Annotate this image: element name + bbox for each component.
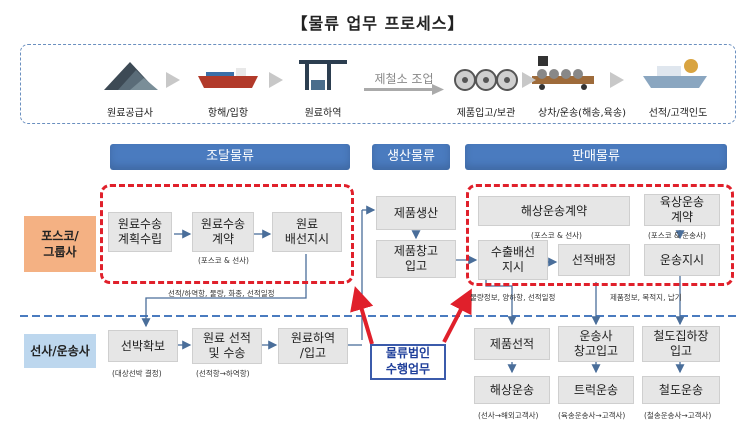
box-product-shipping: 제품선적 <box>474 328 550 360</box>
port-crane-icon <box>299 60 347 90</box>
section-header-production: 생산물류 <box>372 144 450 170</box>
section-header-sales: 판매물류 <box>465 144 727 170</box>
box-rail-warehouse: 철도집하장 입고 <box>642 326 720 362</box>
box-sea-transport: 해상운송 <box>474 376 550 404</box>
page-title: 【물류 업무 프로세스】 <box>291 14 465 33</box>
box-transport-order: 운송지시 <box>644 244 720 276</box>
chevron-right-icon <box>522 72 536 88</box>
sales-frame <box>466 184 734 286</box>
box-unload: 원료하역 /입고 <box>278 328 348 364</box>
box-sea-contract: 해상운송계약 <box>478 196 630 226</box>
stage-label: 제품입고/보관 <box>456 108 516 119</box>
product-ship-icon <box>643 59 707 88</box>
note-sea-sub: (선사→해외고객사) <box>478 411 539 420</box>
note-land-parties: (포스코 & 운송사) <box>648 231 706 240</box>
stage-label: 선적/고객인도 <box>648 108 708 119</box>
note-contract-parties: (포스코 & 선사) <box>198 256 249 265</box>
section-header-procurement: 조달물류 <box>110 144 350 170</box>
note-rail-sub: (철송운송사→고객사) <box>644 411 712 420</box>
box-secure-vessel: 선박확보 <box>108 330 178 362</box>
stage-label: 상차/운송(해송,육송) <box>538 108 626 119</box>
note-sea-parties: (포스코 & 선사) <box>531 231 582 240</box>
box-transport-plan: 원료수송 계획수립 <box>108 212 172 252</box>
stage-label: 원료공급사 <box>107 108 153 119</box>
box-rail-transport: 철도운송 <box>642 376 720 404</box>
note-truck-sub: (육송운송사→고객사) <box>558 411 626 420</box>
box-truck-transport: 트럭운송 <box>558 376 634 404</box>
box-production: 제품생산 <box>376 196 456 230</box>
box-vessel-assign: 선적배정 <box>558 244 630 276</box>
row-label-carrier: 선사/운송사 <box>24 334 96 368</box>
note-sales-info: 물량정보, 양하항, 선적일정 <box>470 293 556 302</box>
steel-coils-icon <box>454 69 518 91</box>
box-ship-order: 원료 배선지시 <box>272 212 342 252</box>
box-transport-contract: 원료수송 계약 <box>192 212 254 252</box>
box-warehouse: 제품창고 입고 <box>376 240 456 278</box>
note-product-info: 제품정보, 목적지, 납기 <box>610 293 682 302</box>
chevron-right-icon <box>166 72 180 88</box>
box-land-contract: 육상운송 계약 <box>644 194 720 226</box>
box-load-ship: 원료 선적 및 수송 <box>192 328 262 364</box>
raw-material-pile-icon <box>104 62 158 90</box>
stage-label: 원료하역 <box>304 108 342 119</box>
callout-logistics-subsidiary: 물류법인 수행업무 <box>370 344 446 380</box>
process-overview-bar <box>20 44 736 124</box>
note-load-sub: (선적항→하역항) <box>196 369 250 378</box>
chevron-right-icon <box>610 72 624 88</box>
arrow-icon <box>364 84 444 95</box>
box-export-ship-order: 수출배선 지시 <box>478 240 548 280</box>
stage-label: 항해/입항 <box>207 108 249 119</box>
box-carrier-warehouse: 운송사 창고입고 <box>558 326 634 362</box>
stage-label: 제철소 조업 <box>374 72 434 86</box>
note-secure-sub: (대상선박 결정) <box>112 369 162 378</box>
procurement-frame <box>100 184 354 284</box>
chevron-right-icon <box>269 72 283 88</box>
cargo-ship-icon <box>198 68 258 88</box>
row-label-posco: 포스코/ 그룹사 <box>24 216 96 272</box>
truck-with-coils-icon <box>532 56 594 90</box>
note-procure-info: 선적/하역항, 물량, 화종, 선적일정 <box>168 289 275 298</box>
